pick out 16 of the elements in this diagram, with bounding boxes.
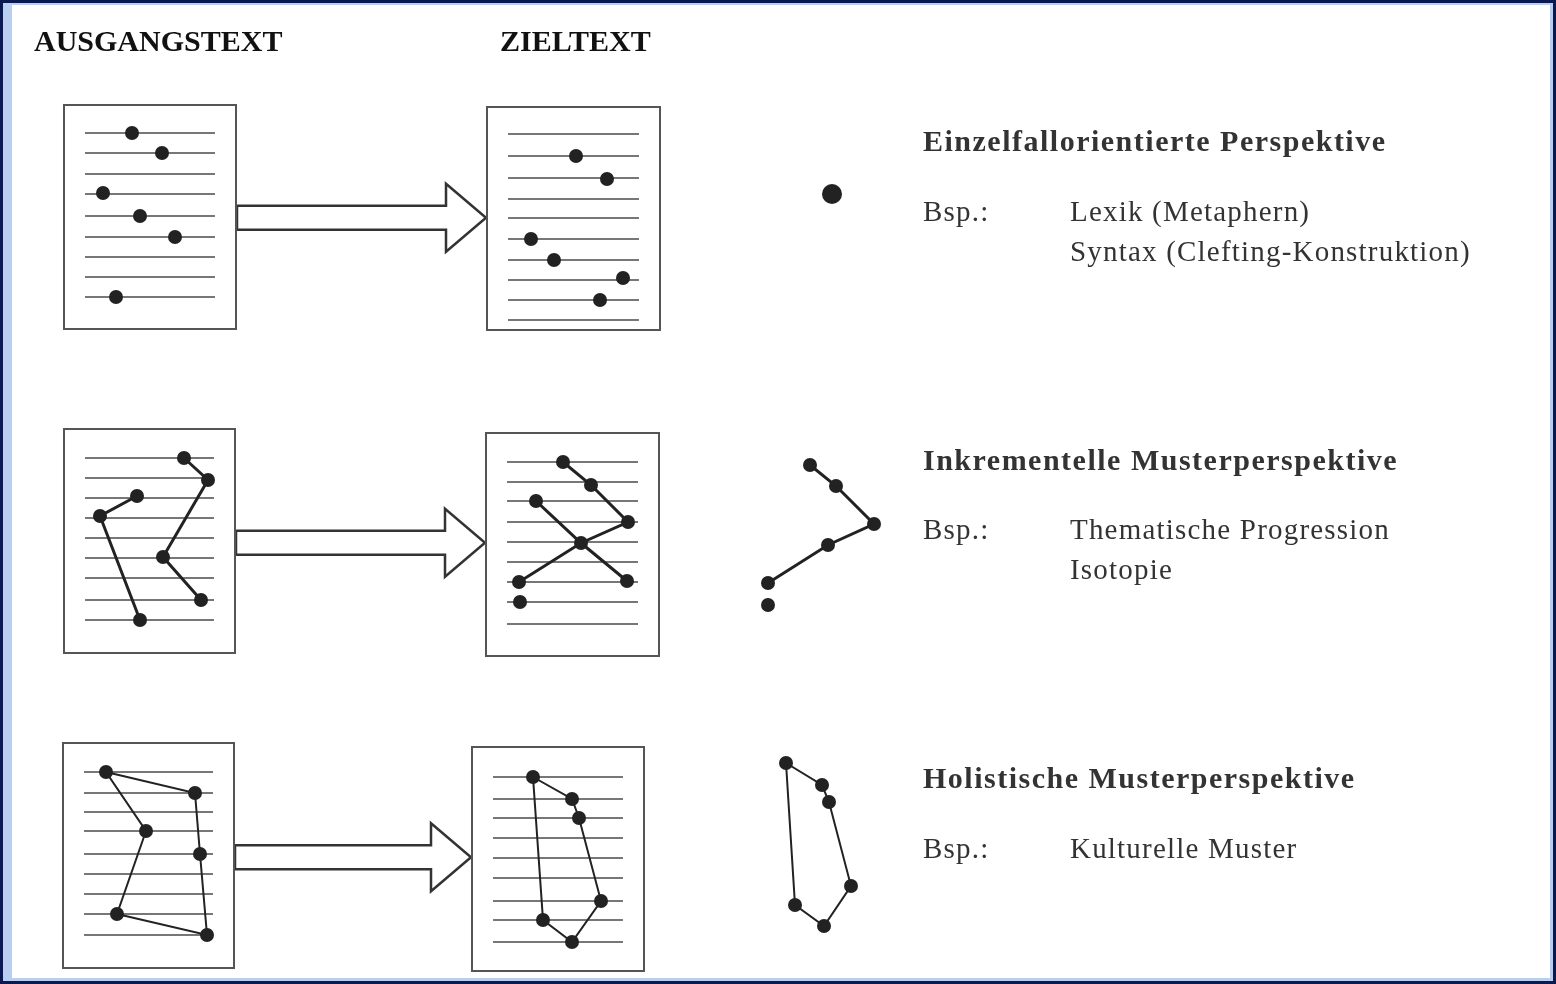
example-label: Bsp.:	[923, 832, 990, 865]
block-arrow	[235, 181, 488, 255]
section-heading: Holistische Musterperspektive	[923, 761, 1356, 795]
example-text: Thematische Progression	[1070, 513, 1390, 546]
block-arrow	[233, 820, 473, 894]
column-heading: AUSGANGSTEXT	[34, 24, 283, 58]
column-heading: ZIELTEXT	[500, 24, 651, 58]
example-text: Syntax (Clefting-Konstruktion)	[1070, 235, 1471, 268]
block-arrow	[234, 506, 487, 580]
example-text: Kulturelle Muster	[1070, 832, 1298, 865]
example-text: Isotopie	[1070, 553, 1174, 586]
example-text: Lexik (Metaphern)	[1070, 195, 1311, 228]
section-heading: Einzelfallorientierte Perspektive	[923, 124, 1387, 158]
section-heading: Inkrementelle Musterperspektive	[923, 443, 1399, 477]
example-label: Bsp.:	[923, 195, 990, 228]
example-label: Bsp.:	[923, 513, 990, 546]
